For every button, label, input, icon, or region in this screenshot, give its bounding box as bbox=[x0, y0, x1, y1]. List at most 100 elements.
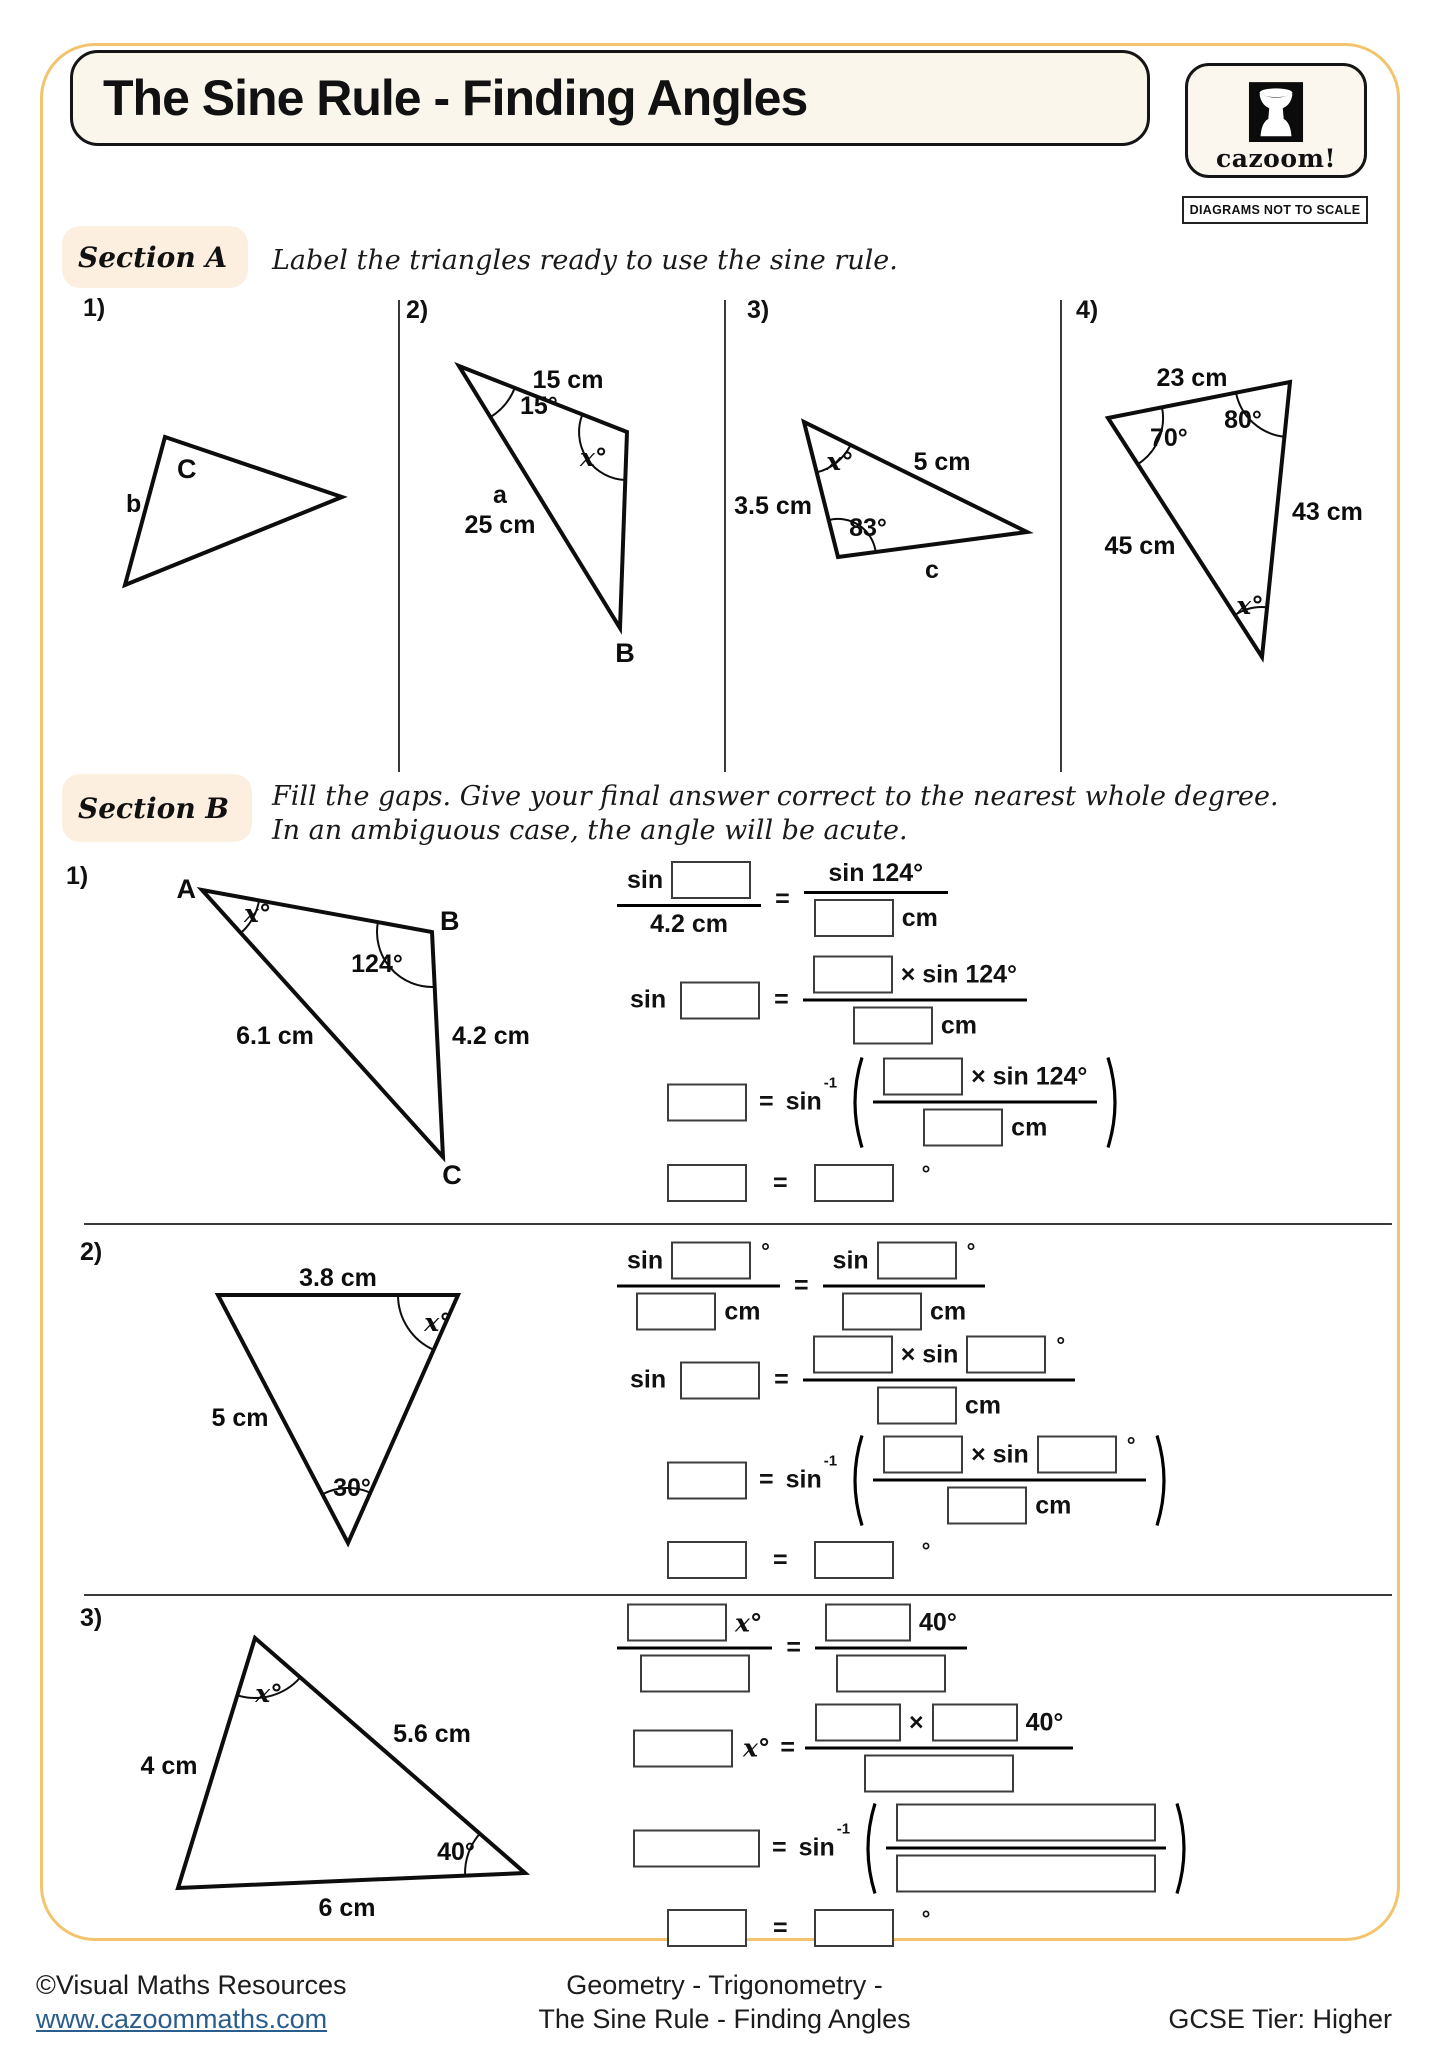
angle-arc-b3-40 bbox=[464, 1832, 481, 1876]
q2-eq-row1: sin° cm = sin° cm bbox=[617, 1237, 986, 1336]
answer-box[interactable] bbox=[835, 1654, 946, 1693]
sb-q1-side-42: 4.2 cm bbox=[452, 1022, 530, 1050]
sa-q3-side-35: 3.5 cm bbox=[734, 492, 812, 520]
sa-q3-side-c: c bbox=[925, 556, 939, 584]
answer-box[interactable] bbox=[667, 1461, 747, 1499]
inverse-exponent: -1 bbox=[823, 1452, 838, 1470]
q1-eq-row3: = sin-1 × sin 124° cm bbox=[667, 1053, 1121, 1152]
section-b-instruction-line2: In an ambiguous case, the angle will be … bbox=[272, 815, 908, 846]
left-paren bbox=[866, 1802, 877, 1894]
times-sin-label: × sin bbox=[900, 1340, 959, 1368]
degree-mark: ° bbox=[921, 1906, 931, 1931]
angle-arc-b2-30 bbox=[322, 1487, 371, 1496]
sa-q2-side-letter: a bbox=[493, 481, 508, 509]
footer-url-link[interactable]: www.cazoommaths.com bbox=[36, 2004, 328, 2034]
page-title: The Sine Rule - Finding Angles bbox=[103, 70, 808, 126]
answer-box[interactable] bbox=[883, 1435, 964, 1474]
answer-box[interactable] bbox=[896, 1854, 1157, 1893]
sa-q2-angle-x: x° bbox=[579, 443, 607, 472]
sb-q3-angle-40: 40° bbox=[437, 1838, 475, 1866]
sin-label: sin bbox=[627, 865, 664, 894]
fraction: sin 4.2 cm bbox=[617, 856, 762, 942]
answer-box[interactable] bbox=[671, 1241, 752, 1280]
angle-arc-a4-70 bbox=[1137, 407, 1165, 466]
sb-q1-number: 1) bbox=[66, 862, 89, 890]
answer-box[interactable] bbox=[812, 1335, 893, 1374]
sb-q3-side-6: 6 cm bbox=[319, 1894, 376, 1922]
answer-box[interactable] bbox=[923, 1108, 1004, 1147]
sa-q2-side-len: 25 cm bbox=[465, 511, 536, 539]
footer-left: ©Visual Maths Resources www.cazoommaths.… bbox=[36, 1968, 347, 2036]
q1-den-42: 4.2 cm bbox=[650, 910, 728, 938]
fraction-bar bbox=[803, 891, 948, 894]
answer-box[interactable] bbox=[813, 899, 894, 937]
answer-box[interactable] bbox=[864, 1754, 1015, 1793]
answer-box[interactable] bbox=[966, 1335, 1047, 1374]
sb-q1-angle-x: x° bbox=[243, 899, 271, 928]
answer-box[interactable] bbox=[825, 1603, 912, 1642]
q1-times-sin124: × sin 124° bbox=[971, 1062, 1088, 1090]
answer-box[interactable] bbox=[680, 981, 761, 1019]
answer-box[interactable] bbox=[812, 955, 893, 994]
cm-label: cm bbox=[929, 1297, 967, 1325]
answer-box[interactable] bbox=[627, 1603, 727, 1642]
q1-times-sin124: × sin 124° bbox=[900, 960, 1018, 988]
sb-q1-angle-124: 124° bbox=[351, 950, 403, 978]
angle-arc-b1-x bbox=[240, 900, 261, 934]
equals-sign: = bbox=[773, 1913, 788, 1942]
answer-box[interactable] bbox=[876, 1241, 957, 1280]
sb-q1-side-61: 6.1 cm bbox=[236, 1022, 314, 1050]
fraction-bar bbox=[802, 1378, 1076, 1382]
sb-q2-angle-30: 30° bbox=[333, 1474, 371, 1502]
sb-q2-side-5: 5 cm bbox=[212, 1404, 269, 1432]
drum-logo-icon bbox=[1248, 82, 1304, 142]
fraction: × sin 124° cm bbox=[802, 951, 1028, 1050]
angle-arc-a2-15 bbox=[489, 387, 516, 418]
answer-box[interactable] bbox=[667, 1164, 747, 1202]
answer-box[interactable] bbox=[667, 1083, 747, 1121]
triangle-a3 bbox=[801, 418, 1034, 560]
section-b-instruction-line1: Fill the gaps. Give your final answer co… bbox=[272, 781, 1279, 812]
answer-box[interactable] bbox=[667, 1541, 747, 1579]
q3-eq-row2: x° = ×40° bbox=[633, 1699, 1074, 1798]
answer-box[interactable] bbox=[813, 1164, 894, 1202]
answer-box[interactable] bbox=[671, 861, 752, 899]
fraction-bar bbox=[617, 904, 762, 907]
answer-box[interactable] bbox=[1036, 1435, 1117, 1474]
equals-sign: = bbox=[786, 1633, 802, 1662]
answer-box[interactable] bbox=[813, 1541, 894, 1579]
sa-q1-vertex-c: C bbox=[177, 454, 197, 484]
answer-box[interactable] bbox=[633, 1829, 760, 1867]
sin-label: sin bbox=[630, 1365, 667, 1394]
angle-arc-a4-80 bbox=[1235, 392, 1285, 438]
fraction: x° bbox=[617, 1599, 773, 1698]
answer-box[interactable] bbox=[633, 1729, 733, 1767]
equals-sign: = bbox=[759, 1465, 774, 1494]
degree-mark: ° bbox=[1056, 1332, 1066, 1358]
answer-box[interactable] bbox=[680, 1361, 761, 1399]
answer-box[interactable] bbox=[876, 1386, 957, 1425]
fraction: sin° cm bbox=[617, 1237, 780, 1336]
footer-topic-line1: Geometry - Trigonometry - bbox=[566, 1970, 883, 2000]
answer-box[interactable] bbox=[636, 1292, 717, 1331]
sin-label: sin bbox=[832, 1246, 869, 1274]
equals-sign: = bbox=[780, 1733, 796, 1762]
answer-box[interactable] bbox=[883, 1057, 964, 1096]
answer-box[interactable] bbox=[841, 1292, 922, 1331]
answer-box[interactable] bbox=[639, 1654, 750, 1693]
answer-box[interactable] bbox=[947, 1486, 1028, 1525]
answer-box[interactable] bbox=[931, 1703, 1018, 1742]
answer-box[interactable] bbox=[667, 1909, 747, 1947]
equals-sign: = bbox=[773, 1545, 788, 1574]
sa-q4-angle-80: 80° bbox=[1224, 406, 1262, 434]
equals-sign: = bbox=[775, 884, 790, 913]
sa-q2-top-side: 15 cm bbox=[533, 366, 604, 394]
sb-q3-angle-x: x° bbox=[254, 1679, 282, 1708]
q1-eq-row1: sin 4.2 cm = sin 124° cm bbox=[617, 856, 948, 942]
answer-box[interactable] bbox=[815, 1703, 902, 1742]
answer-box[interactable] bbox=[813, 1909, 894, 1947]
answer-box[interactable] bbox=[852, 1006, 933, 1045]
equals-sign: = bbox=[774, 1365, 789, 1394]
answer-box[interactable] bbox=[896, 1803, 1157, 1842]
